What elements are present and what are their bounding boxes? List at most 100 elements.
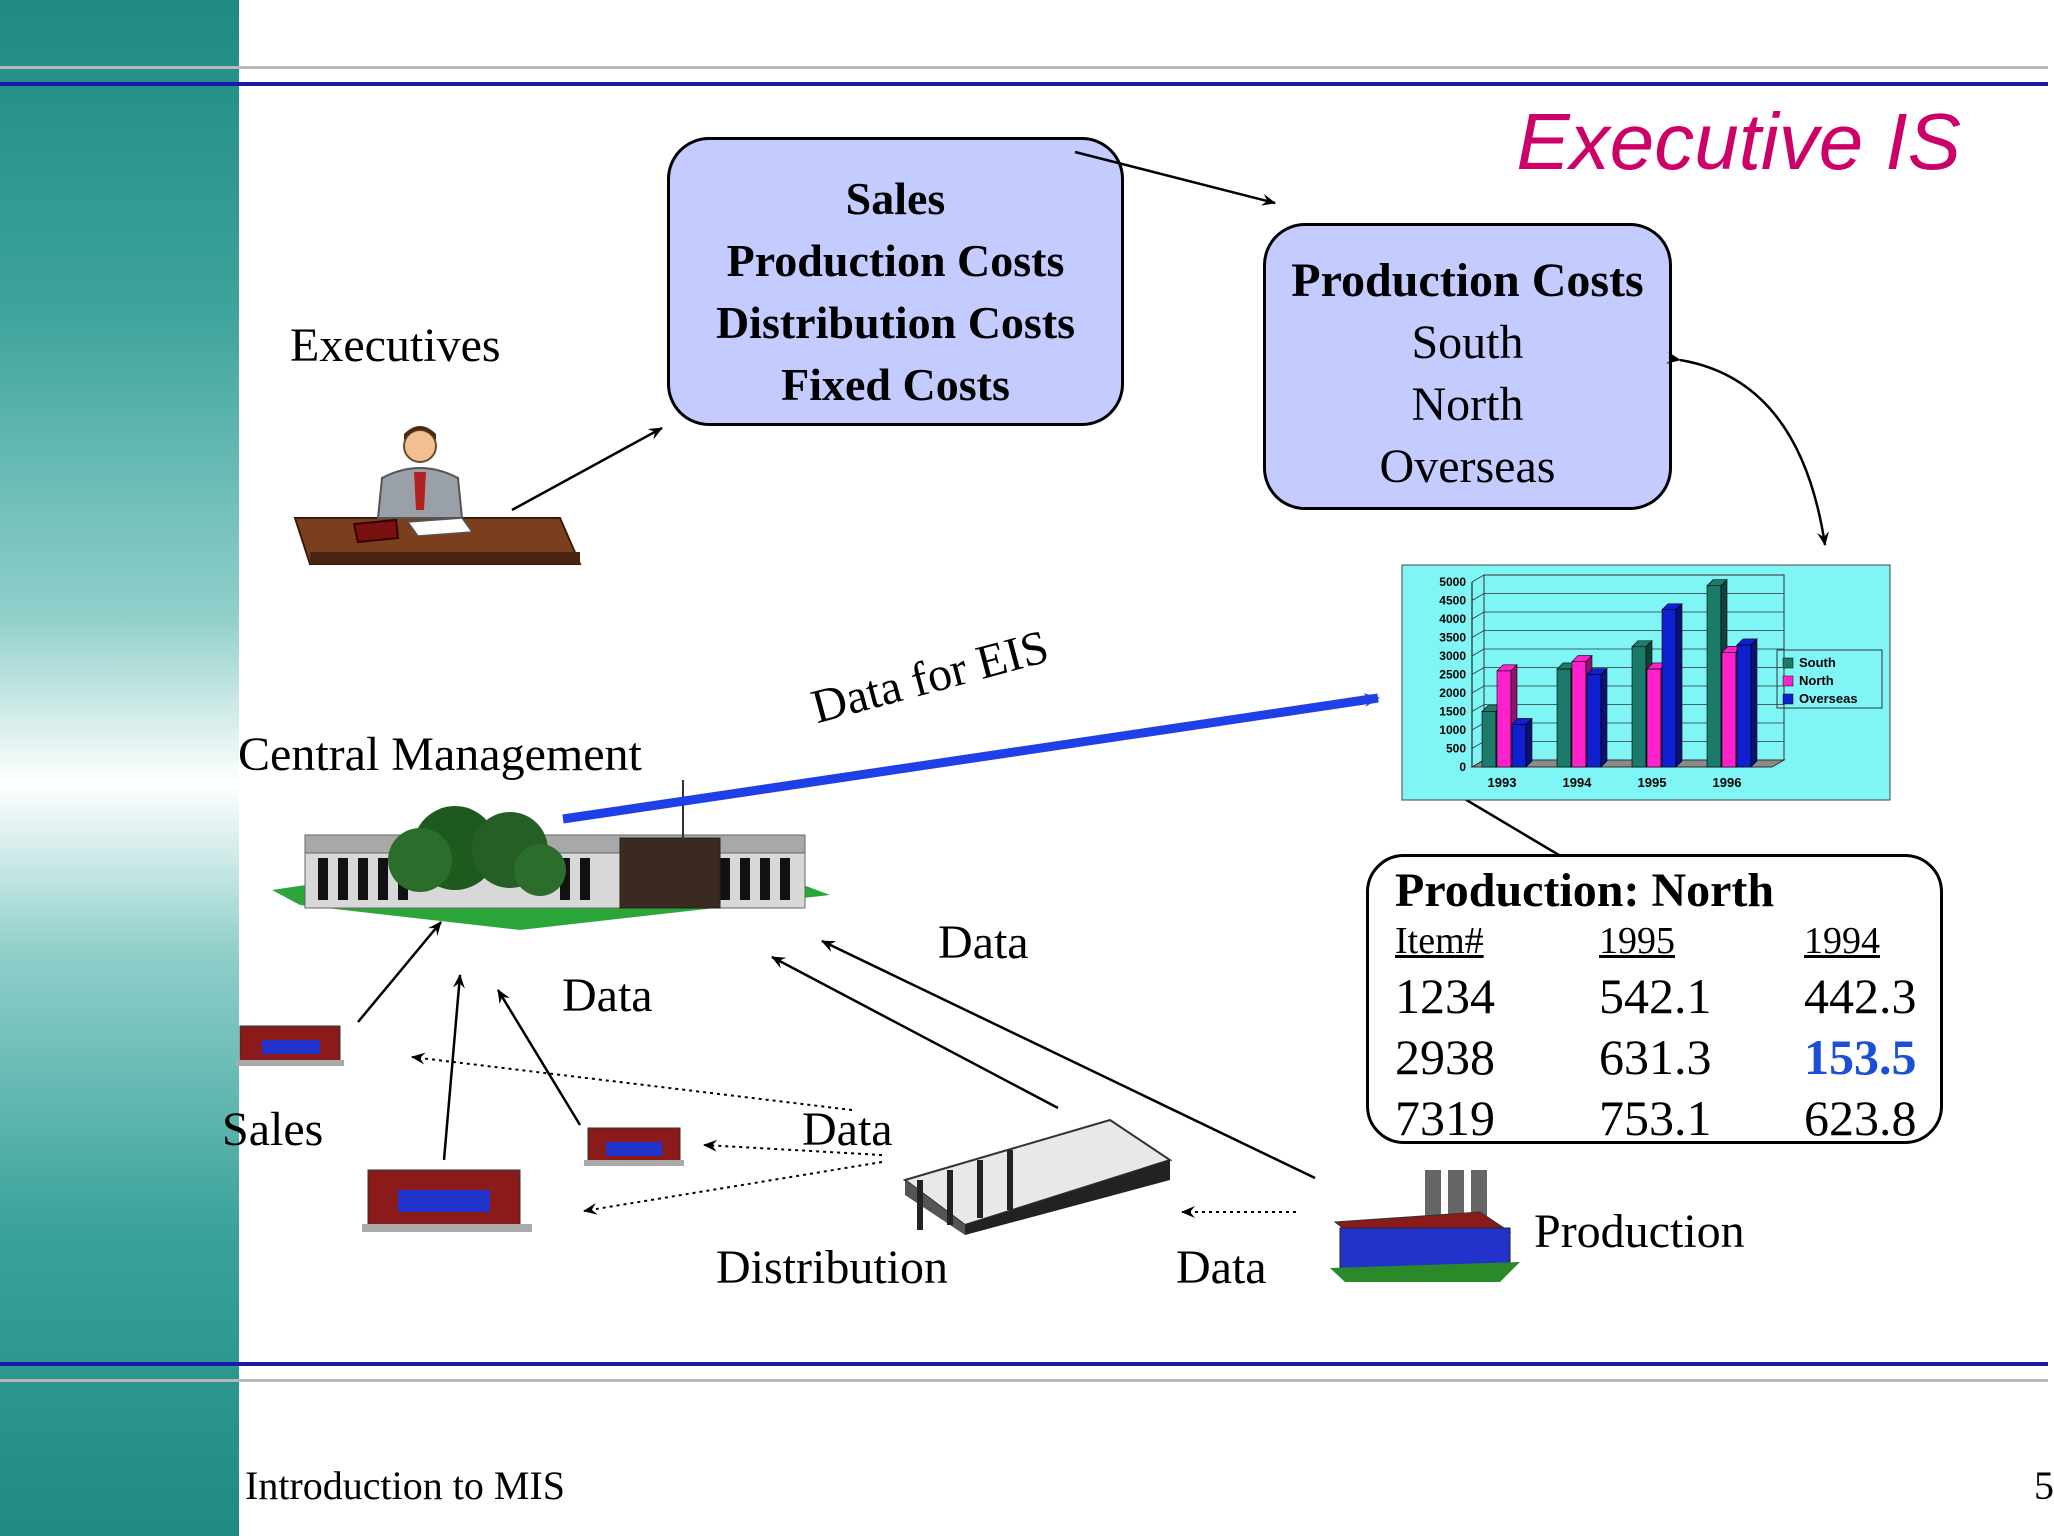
page-number: 5 — [2034, 1463, 2054, 1508]
legend-swatch — [1782, 675, 1794, 687]
headquarters-building-icon — [272, 780, 830, 930]
top-blue-rule — [0, 82, 2048, 86]
summary-line: Fixed Costs — [781, 359, 1010, 410]
executive-to-summary-arrow — [511, 426, 663, 512]
bottom-blue-rule — [0, 1362, 2048, 1366]
dotted-data-arrow — [411, 1052, 853, 1111]
table-cell: 753.1 — [1599, 1090, 1712, 1146]
data-label: Data — [1176, 1241, 1267, 1294]
table-cell: 1234 — [1395, 968, 1495, 1024]
table-cell: 2938 — [1395, 1029, 1495, 1085]
bar-side — [1750, 638, 1758, 768]
sales-to-hq-arrow — [496, 989, 582, 1126]
dotted-data-arrow — [583, 1161, 883, 1215]
table-title: Production: North — [1395, 864, 1775, 917]
y-tick-label: 3000 — [1439, 649, 1466, 663]
gridline — [1471, 667, 1784, 675]
data-label: Data — [802, 1103, 893, 1156]
detail-to-chart-arrow — [1666, 351, 1829, 546]
dotted-data-arrow — [703, 1139, 883, 1156]
production-label: Production — [1534, 1205, 1745, 1258]
factory-icon — [1330, 1170, 1520, 1282]
legend-box — [1776, 649, 1883, 709]
gridline — [1471, 611, 1784, 620]
bar — [1631, 646, 1647, 768]
x-tick-label: 1993 — [1488, 775, 1517, 790]
table-header: 1994 — [1804, 920, 1880, 962]
gridline — [1471, 685, 1784, 694]
y-tick-label: 4000 — [1439, 612, 1466, 626]
bar-side — [1600, 667, 1608, 768]
gridline — [1471, 574, 1784, 583]
gridline — [1471, 704, 1784, 712]
detail-item: Overseas — [1379, 440, 1556, 493]
sales-store-icon — [362, 1169, 532, 1232]
summary-line: Production Costs — [726, 235, 1065, 286]
sales-store-icon — [236, 1025, 344, 1066]
bar — [1571, 661, 1587, 768]
detail-item: South — [1411, 316, 1524, 369]
legend-label: North — [1799, 673, 1834, 688]
bar — [1556, 668, 1572, 768]
y-tick-label: 0 — [1459, 760, 1466, 774]
x-tick-label: 1994 — [1563, 775, 1593, 790]
bar — [1586, 674, 1602, 768]
legend-label: Overseas — [1799, 691, 1858, 706]
bottom-gray-rule — [0, 1379, 2048, 1382]
executive-at-desk-icon — [293, 426, 582, 565]
y-tick-label: 1500 — [1439, 705, 1466, 719]
table-cell: 623.8 — [1804, 1090, 1917, 1146]
bar — [1481, 711, 1497, 768]
data-label: Data — [562, 969, 653, 1022]
bar-side — [1525, 717, 1533, 768]
bar — [1706, 585, 1722, 768]
gridline — [1471, 648, 1784, 657]
y-tick-label: 4500 — [1439, 594, 1466, 608]
bar-side — [1675, 603, 1683, 768]
detail-box: Production Costs South North Overseas — [1263, 223, 1672, 510]
executives-label: Executives — [290, 319, 501, 372]
bar — [1736, 644, 1752, 768]
legend-label: South — [1799, 655, 1836, 670]
distribution-label: Distribution — [716, 1241, 949, 1294]
distribution-to-hq-arrow — [771, 955, 1059, 1110]
distribution-building-icon — [902, 1118, 1173, 1235]
bar — [1721, 652, 1737, 768]
table-cell: 542.1 — [1599, 968, 1712, 1024]
y-tick-label: 5000 — [1439, 575, 1466, 589]
central-management-label: Central Management — [238, 728, 642, 781]
sidebar-gradient — [0, 0, 239, 1536]
summary-to-detail-arrow — [1074, 150, 1276, 206]
y-tick-label: 2500 — [1439, 668, 1466, 682]
bar — [1661, 609, 1677, 768]
bar — [1496, 670, 1512, 768]
table-cell: 442.3 — [1804, 968, 1917, 1024]
detail-item: North — [1411, 378, 1524, 431]
gridline — [1471, 593, 1784, 601]
y-tick-label: 2000 — [1439, 686, 1466, 700]
sales-to-hq-arrow — [357, 921, 442, 1023]
x-tick-label: 1996 — [1713, 775, 1742, 790]
bar — [1646, 668, 1662, 768]
detail-heading: Production Costs — [1291, 254, 1644, 307]
x-tick-label: 1995 — [1638, 775, 1667, 790]
table-cell: 631.3 — [1599, 1029, 1712, 1085]
production-bar-chart: 0500100015002000250030003500400045005000… — [1401, 564, 1891, 801]
y-tick-label: 500 — [1446, 742, 1466, 756]
bar — [1511, 724, 1527, 768]
table-cell: 7319 — [1395, 1090, 1495, 1146]
gridline — [1471, 630, 1784, 638]
footer-text: Introduction to MIS — [245, 1463, 565, 1508]
summary-line: Sales — [845, 173, 946, 224]
summary-line: Distribution Costs — [715, 297, 1076, 348]
legend-swatch — [1782, 693, 1794, 705]
table-header: 1995 — [1599, 920, 1675, 962]
table-header: Item# — [1395, 920, 1484, 962]
data-label: Data — [938, 916, 1029, 969]
data-for-eis-arrow — [562, 693, 1380, 824]
y-tick-label: 1000 — [1439, 723, 1466, 737]
highlighted-table-cell: 153.5 — [1804, 1029, 1917, 1085]
sales-to-hq-arrow — [442, 974, 465, 1161]
sales-label: Sales — [222, 1103, 324, 1156]
